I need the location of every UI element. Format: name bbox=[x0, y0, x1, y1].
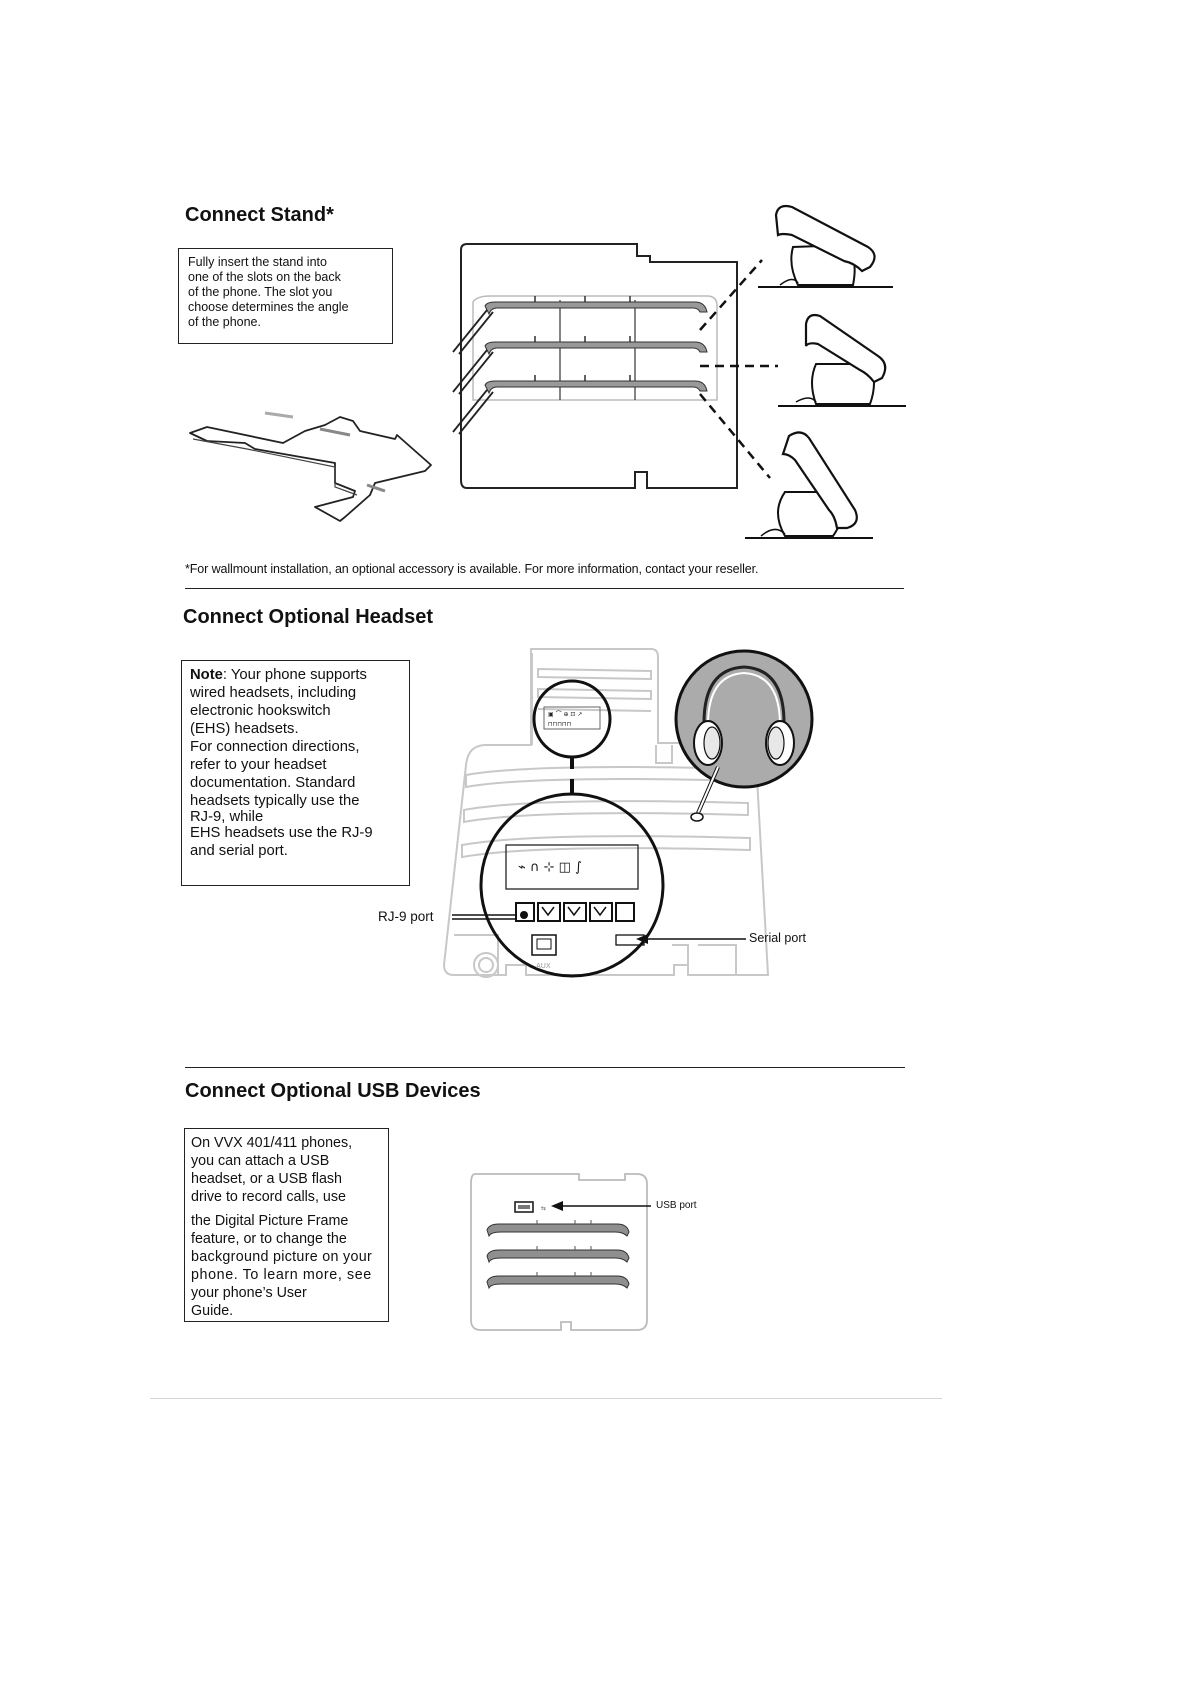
connect-usb-heading: Connect Optional USB Devices bbox=[185, 1080, 481, 1102]
usb-info-box: On VVX 401/411 phones, you can attach a … bbox=[184, 1128, 389, 1322]
page-bottom-divider bbox=[150, 1398, 942, 1399]
wallmount-footnote: *For wallmount installation, an optional… bbox=[185, 562, 759, 576]
svg-text:▣ ⌒ ⊕ ⊡ ↗: ▣ ⌒ ⊕ ⊡ ↗ bbox=[548, 711, 582, 718]
usb-info-line: headset, or a USB flash bbox=[191, 1171, 342, 1187]
phone-angle-shallow-icon bbox=[745, 431, 873, 539]
note-line: electronic hookswitch bbox=[190, 703, 331, 719]
usb-info-line: the Digital Picture Frame bbox=[191, 1213, 349, 1229]
note-line: : Your phone supports bbox=[222, 667, 367, 683]
serial-port-label: Serial port bbox=[749, 931, 806, 945]
note-line: EHS headsets use the RJ-9 bbox=[190, 825, 373, 841]
svg-text:⇆: ⇆ bbox=[541, 1205, 546, 1212]
note-line: headsets typically use the bbox=[190, 793, 360, 809]
connect-stand-heading: Connect Stand* bbox=[185, 204, 334, 226]
stand-instruction-line: one of the slots on the back bbox=[188, 270, 341, 284]
note-line: and serial port. bbox=[190, 843, 288, 859]
svg-text:⌁ ∩ ⊹ ◫ ∫: ⌁ ∩ ⊹ ◫ ∫ bbox=[518, 860, 582, 875]
aux-port-label: AUX bbox=[536, 962, 551, 970]
note-line: (EHS) headsets. bbox=[190, 721, 299, 737]
phone-angle-steep-icon bbox=[758, 204, 893, 288]
usb-info-line: your phone’s User bbox=[191, 1285, 307, 1301]
svg-text:⊓⊓⊓⊓⊓: ⊓⊓⊓⊓⊓ bbox=[548, 721, 571, 728]
note-line: documentation. Standard bbox=[190, 775, 356, 791]
section-divider bbox=[185, 1067, 905, 1068]
stand-instruction-line: of the phone. The slot you bbox=[188, 285, 333, 299]
note-line: refer to your headset bbox=[190, 757, 327, 773]
stand-instruction-line: of the phone. bbox=[188, 315, 261, 329]
usb-info-line: you can attach a USB bbox=[191, 1153, 330, 1169]
phone-angle-mid-icon bbox=[778, 313, 906, 407]
angle-dashed-lines bbox=[699, 259, 778, 479]
note-line: RJ-9, while bbox=[190, 809, 264, 825]
headset-note-box: Note: Your phone supports wired headsets… bbox=[181, 660, 410, 886]
note-line: wired headsets, including bbox=[190, 685, 357, 701]
usb-info-line: Guide. bbox=[191, 1303, 234, 1319]
usb-info-line: On VVX 401/411 phones, bbox=[191, 1135, 353, 1151]
stand-instructions-box: Fully insert the stand into one of the s… bbox=[178, 248, 393, 344]
usb-info-line: phone. To learn more, see bbox=[191, 1267, 372, 1283]
stand-instruction-line: Fully insert the stand into bbox=[188, 255, 327, 269]
usb-info-line: background picture on your bbox=[191, 1249, 373, 1265]
stand-piece-illustration bbox=[189, 411, 432, 522]
note-label: Note bbox=[190, 667, 223, 683]
rj9-port-label: RJ-9 port bbox=[378, 909, 434, 924]
section-divider bbox=[185, 588, 904, 589]
usb-phone-back-illustration: ⇆ bbox=[470, 1173, 651, 1331]
usb-info-line: feature, or to change the bbox=[191, 1231, 347, 1247]
usb-port-label: USB port bbox=[656, 1200, 697, 1211]
note-line: For connection directions, bbox=[190, 739, 360, 755]
phone-back-illustration bbox=[452, 243, 738, 489]
usb-info-line: drive to record calls, use bbox=[191, 1189, 346, 1205]
connect-headset-heading: Connect Optional Headset bbox=[183, 606, 434, 628]
stand-instruction-line: choose determines the angle bbox=[188, 300, 349, 314]
headset-port-illustration: ▣ ⌒ ⊕ ⊡ ↗ ⊓⊓⊓⊓⊓ ⌁ ∩ ⊹ ◫ ∫ AUX bbox=[442, 648, 814, 978]
